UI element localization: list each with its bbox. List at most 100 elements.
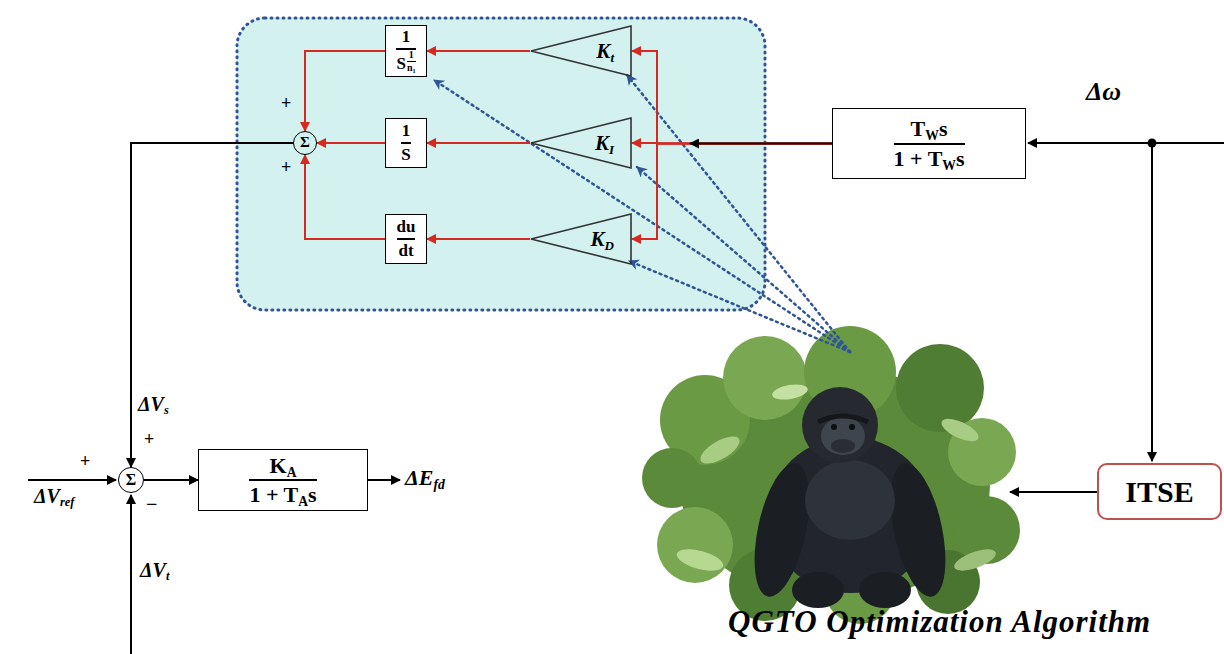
feedback-wire [1151, 143, 1153, 461]
node-content: du dt [397, 218, 416, 260]
node-content: KD [591, 228, 614, 250]
triangle-outline [530, 213, 632, 265]
block-text: ITSE [1125, 476, 1193, 508]
text-run: 1 + T [894, 146, 943, 171]
node-content: Kt [596, 40, 614, 62]
node-content: Σ [126, 472, 136, 489]
block-text: S [396, 55, 405, 73]
text-run: T [911, 116, 926, 141]
text-run: K [595, 131, 609, 155]
subscript-run: ref [60, 495, 74, 509]
block-text: KA [270, 454, 297, 477]
triangle-shape [531, 26, 631, 76]
gorilla-illustration [642, 326, 1020, 624]
text-run: ΔE [405, 465, 433, 490]
node-content: 1S [401, 122, 410, 164]
block-text: TWs [911, 117, 948, 140]
block-text: dt [398, 242, 413, 260]
signal-connector [305, 155, 385, 239]
signal-label: ΔEfd [405, 466, 445, 489]
summing-junction: Σ [293, 131, 317, 155]
fraction-bar [397, 238, 416, 240]
subscript-run: 1 [412, 67, 415, 74]
leaf [771, 382, 809, 402]
gorilla-head [802, 387, 878, 463]
block-text: 1 [409, 50, 414, 61]
node-content: 1S1n1 [396, 28, 415, 74]
node-content: Σ [300, 135, 310, 151]
gorilla-eye [849, 424, 855, 430]
input-wire [1028, 142, 1224, 144]
leader-line [434, 80, 850, 352]
text-run: ΔV [140, 559, 166, 581]
triangle-outline [530, 25, 632, 77]
signal-label: Δω [1086, 78, 1121, 105]
signal-connector [131, 143, 293, 467]
node-content: KA1 + TAs [249, 454, 316, 506]
washout-output-wire [690, 142, 832, 144]
sign-label: + [281, 158, 291, 177]
block-text: 1 [402, 28, 411, 46]
sign-label: + [80, 452, 90, 471]
subscript-run: I [609, 142, 614, 157]
leader-line [629, 261, 850, 352]
gain-triangle: KD [530, 213, 632, 265]
summing-junction: Σ [118, 467, 144, 493]
triangle-shape [531, 214, 631, 264]
node-content: TWs1 + TWs [894, 117, 965, 169]
subscript-run: s [164, 403, 169, 417]
gorilla-leg [859, 572, 911, 608]
terminal-voltage-wire [130, 495, 132, 654]
subscript-run: A [298, 494, 308, 509]
block-text: du [397, 218, 416, 236]
subscript-run: fd [433, 477, 444, 492]
block-text: KD [591, 228, 614, 250]
leaf [952, 545, 999, 575]
gorilla-leg [792, 572, 844, 608]
gorilla-muzzle [831, 439, 855, 453]
sign-label: − [146, 494, 157, 515]
block-text: KI [595, 132, 614, 154]
subscript-run: D [605, 238, 614, 253]
text-run: 1 + T [249, 482, 298, 507]
denominator-row: S1n1 [396, 52, 415, 74]
derivative-box: du dt [385, 214, 427, 264]
output-wire [368, 479, 400, 481]
text-run: ΔV [34, 485, 60, 507]
block-text: Σ [126, 472, 136, 489]
foliage [657, 507, 733, 583]
block-text: Σ [300, 135, 310, 151]
foliage [723, 336, 807, 420]
reference-wire [28, 479, 116, 481]
sign-label: + [144, 430, 154, 449]
signal-label: ΔVs [138, 394, 169, 415]
algorithm-caption: QGTO Optimization Algorithm [728, 606, 1151, 639]
foliage [642, 448, 702, 508]
sign-label: + [281, 94, 291, 113]
signal-connector [317, 142, 385, 144]
signal-connector [632, 51, 832, 144]
subscript-run: W [925, 128, 939, 143]
node-content: ITSE [1125, 476, 1193, 508]
gorilla-face [821, 417, 865, 455]
gorilla-eye [831, 424, 837, 430]
leaf [938, 414, 981, 445]
signal-connector [144, 479, 198, 481]
signal-connector [427, 238, 530, 240]
text-run: s [956, 146, 965, 171]
leaf [674, 545, 725, 575]
gorilla-chest [805, 460, 895, 540]
integrator-box: 1S [385, 118, 427, 168]
signal-wires [28, 139, 1224, 654]
text-run: K [591, 227, 605, 251]
foliage [896, 344, 984, 432]
text-run: n [407, 62, 413, 73]
fraction-bar [249, 479, 316, 481]
objective-wire [1010, 491, 1097, 493]
subscript-run: W [942, 157, 956, 172]
text-run: s [939, 116, 948, 141]
signal-label: ΔVref [34, 486, 74, 507]
subscript-run: t [610, 50, 614, 65]
